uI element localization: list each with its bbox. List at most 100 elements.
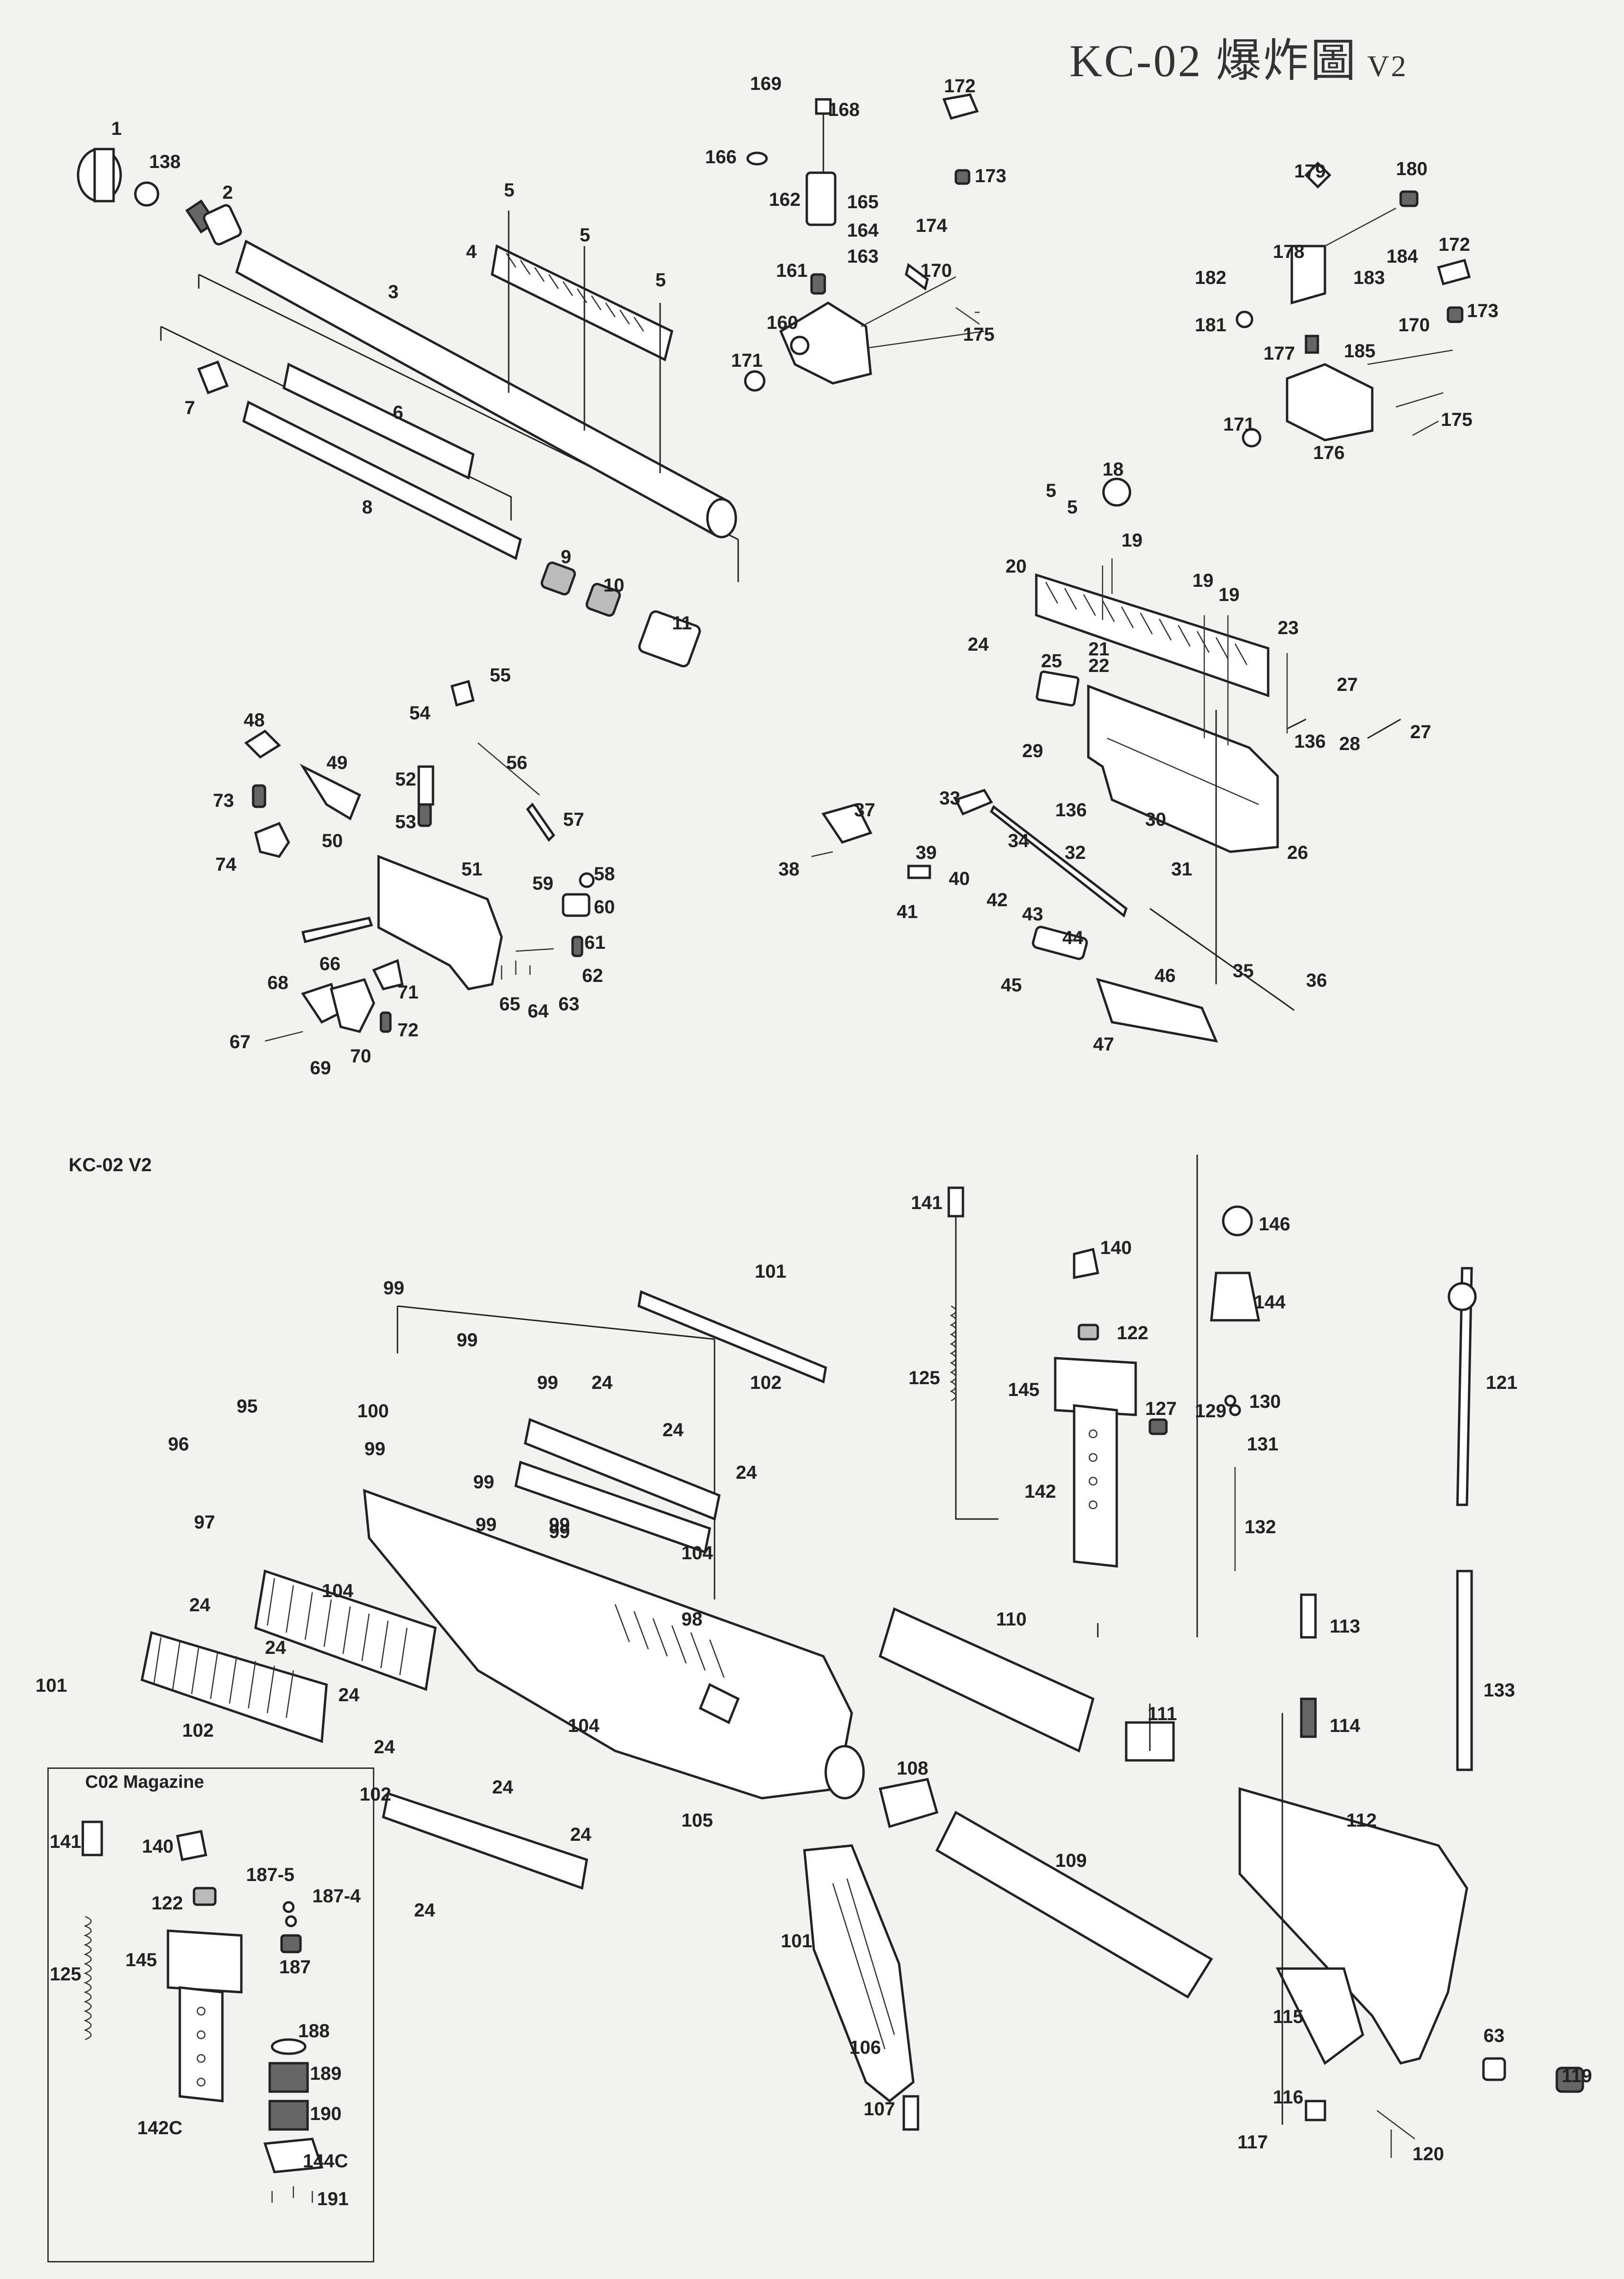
callout-label: 24 [570, 1824, 591, 1845]
callout-label: 39 [916, 842, 937, 863]
callout-label: 5 [580, 225, 590, 246]
callout-labels-magazine-box: 141 140 187-5 187-4 122 187 125 145 188 … [50, 1831, 361, 2209]
callout-label: 24 [338, 1685, 360, 1705]
callout-label: 162 [769, 189, 801, 210]
callout-label: 99 [473, 1472, 494, 1493]
handguard-lower [141, 1631, 328, 1743]
callout-label: 99 [549, 1514, 570, 1535]
callout-label: 144C [303, 2151, 348, 2172]
callout-label: 176 [1313, 442, 1345, 463]
callout-label: 138 [149, 151, 181, 172]
callout-label: 136 [1055, 800, 1087, 821]
callout-label: 71 [397, 982, 419, 1003]
pistol-grip [803, 1844, 915, 2103]
callout-label: 74 [215, 854, 237, 875]
callout-label: 8 [362, 497, 372, 518]
recoil-spring [989, 805, 1128, 918]
callout-label: 24 [591, 1372, 613, 1393]
callout-label: 175 [1441, 409, 1473, 430]
magazine-inset-box [47, 1767, 374, 2262]
callout-label: 31 [1171, 859, 1192, 880]
callout-label: 30 [1145, 809, 1166, 830]
body-group [141, 1267, 1584, 2158]
magazine-top-body [1054, 1357, 1137, 1416]
callout-label: 47 [1093, 1034, 1114, 1055]
callout-label: 99 [383, 1278, 405, 1298]
callout-label: 190 [310, 2103, 342, 2124]
callout-label: 5 [1046, 480, 1056, 501]
callout-label: 99 [457, 1330, 478, 1351]
callout-label: 34 [1008, 830, 1029, 851]
callout-label: 188 [298, 2021, 330, 2041]
callout-label: 131 [1247, 1434, 1279, 1455]
callout-label: 99 [549, 1521, 570, 1542]
callout-label: 63 [558, 994, 580, 1015]
callout-label: 69 [310, 1058, 331, 1078]
callout-label: 38 [778, 859, 800, 880]
callout-label: 133 [1483, 1680, 1515, 1701]
callout-labels-trigger: 55 54 48 49 56 52 73 53 57 50 74 51 59 5… [213, 665, 615, 1078]
callout-label: 142C [137, 2118, 183, 2138]
callout-label: 1 [111, 118, 122, 139]
callout-label: 42 [987, 890, 1008, 910]
callout-label: 183 [1353, 267, 1385, 288]
callout-label: 18 [1103, 459, 1124, 480]
callout-label: 101 [755, 1261, 786, 1282]
callout-label: 33 [939, 788, 961, 809]
callout-label: 180 [1396, 159, 1428, 179]
receiver-group [811, 477, 1401, 1043]
callout-label: 99 [537, 1372, 558, 1393]
receiver-top-rail [1035, 573, 1270, 698]
callout-label: 117 [1237, 2132, 1268, 2153]
callout-label: 125 [909, 1368, 940, 1388]
diagram-title-text: KC-02 爆炸圖 [1069, 35, 1358, 86]
callout-label: 19 [1121, 530, 1143, 551]
callout-label: 67 [229, 1032, 251, 1052]
callout-label: 102 [360, 1784, 391, 1805]
callout-label: 102 [182, 1720, 214, 1741]
callout-label: 141 [50, 1831, 81, 1852]
callout-label: 101 [35, 1675, 67, 1696]
lower-receiver [377, 855, 503, 990]
callout-label: 107 [864, 2099, 895, 2120]
magazine-inset-drawing [81, 1820, 324, 2203]
callout-label: 66 [319, 954, 341, 974]
inner-barrel [242, 400, 522, 560]
trigger [329, 978, 375, 1033]
callout-label: 189 [310, 2063, 342, 2084]
callout-label: 24 [265, 1637, 286, 1658]
callout-label: 56 [506, 752, 528, 773]
trigger-housing-right [1286, 363, 1374, 442]
callout-label: 20 [1006, 556, 1027, 577]
callout-label: 98 [681, 1609, 703, 1630]
callout-label: 43 [1022, 904, 1043, 925]
callout-label: 140 [1100, 1237, 1132, 1258]
upper-receiver [1087, 684, 1279, 853]
callout-label: 111 [1147, 1704, 1177, 1724]
hammer-spring [526, 803, 556, 842]
callout-labels-hammer-right: 179 180 178 182 181 183 184 172 173 170 … [1195, 159, 1499, 463]
top-rail [491, 244, 673, 362]
callout-label: 127 [1145, 1398, 1177, 1419]
callout-label: 24 [968, 634, 989, 655]
callout-label: 140 [142, 1836, 174, 1857]
callout-label: 95 [237, 1396, 258, 1417]
side-rail-middle [524, 1418, 721, 1521]
callout-label: 4 [466, 241, 477, 262]
callout-label: 145 [1008, 1379, 1040, 1400]
side-rail-top [637, 1290, 827, 1384]
callout-label: 122 [1117, 1323, 1148, 1343]
lower-rail [382, 1792, 588, 1890]
callout-label: 179 [1294, 161, 1326, 182]
callout-label: 68 [267, 972, 289, 993]
callout-label: 122 [151, 1893, 183, 1914]
callout-label: 161 [776, 260, 808, 281]
callout-label: 5 [655, 270, 666, 291]
callout-label: 24 [374, 1737, 395, 1758]
cheek-rest [1275, 1967, 1364, 2065]
callout-label: 108 [897, 1758, 928, 1779]
callout-label: 58 [594, 864, 615, 884]
